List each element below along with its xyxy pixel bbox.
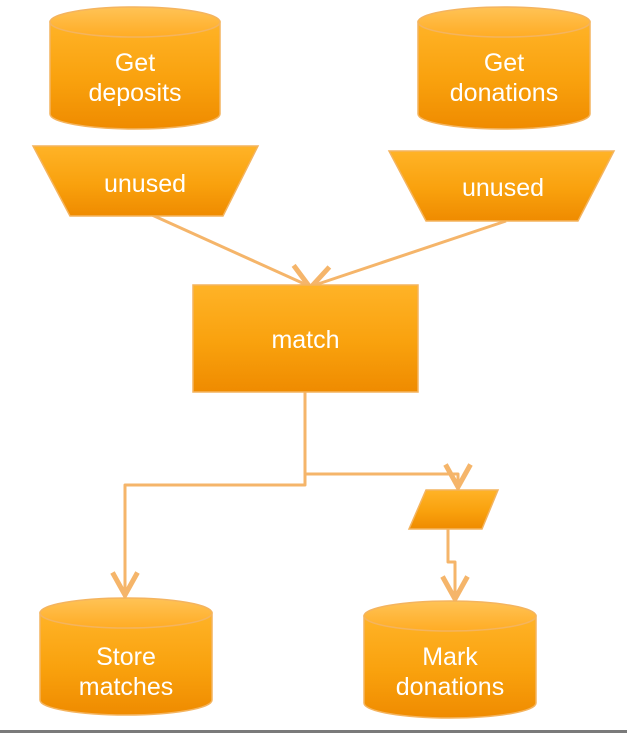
unused-left-trapezoid <box>31 145 260 217</box>
store-matches-cylinder <box>39 597 213 716</box>
connector-unused-left-to-match <box>151 213 309 286</box>
unused-right-trapezoid <box>387 150 616 222</box>
connector-parallelogram-to-mark <box>448 529 455 599</box>
connectors <box>125 213 507 599</box>
connector-unused-right-to-match <box>312 219 507 286</box>
connector-match-to-store <box>125 392 307 595</box>
get-donations-cylinder <box>417 6 591 130</box>
match-process-box <box>192 284 419 393</box>
mark-donations-cylinder <box>363 600 537 719</box>
bottom-divider <box>0 730 627 733</box>
data-parallelogram <box>407 489 500 530</box>
connector-match-to-parallelogram <box>305 474 458 487</box>
get-deposits-cylinder <box>49 6 221 130</box>
